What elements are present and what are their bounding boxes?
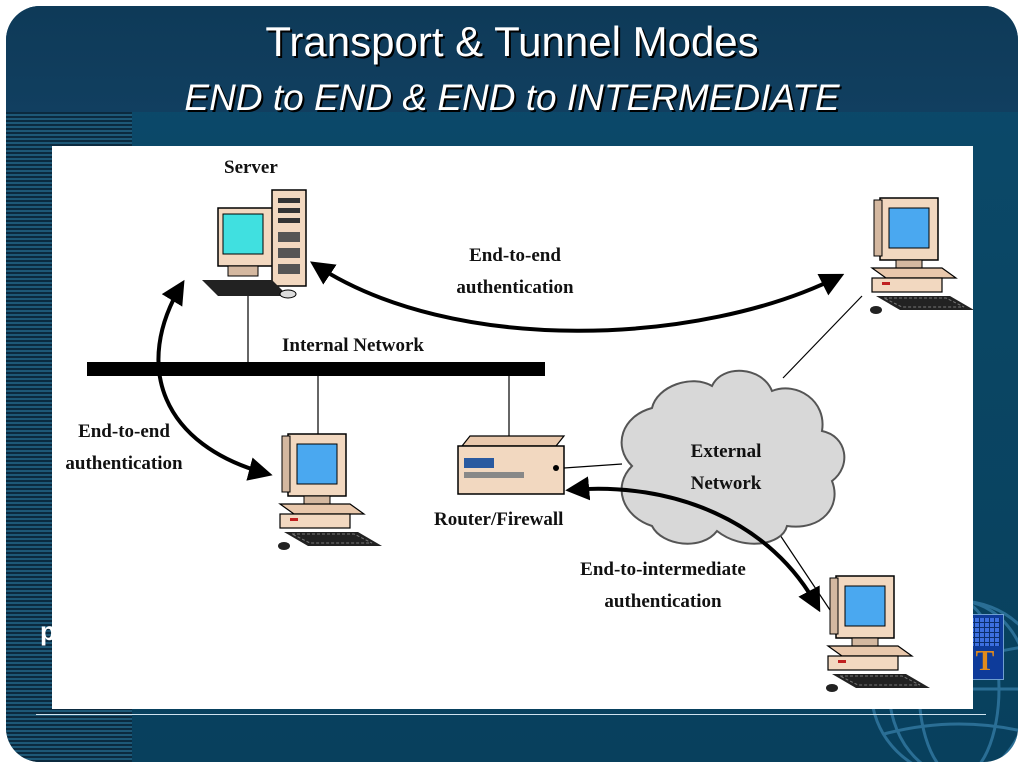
- server-label: Server: [224, 157, 278, 178]
- logo-letter: T: [975, 646, 995, 677]
- e2i-label: End-to-intermediate authentication: [580, 559, 746, 612]
- e2e-left-label: End-to-end authentication: [65, 421, 183, 474]
- slide-subtitle: END to END & END to INTERMEDIATE: [184, 77, 840, 118]
- e2e-left-arrow: [156, 279, 273, 481]
- network-diagram: Server Internal Network End-to-end authe…: [52, 146, 973, 709]
- remote-computer-icon: [869, 197, 973, 315]
- footer-divider: [36, 714, 986, 715]
- internal-computer-icon: [277, 433, 383, 551]
- logo-grid: [970, 618, 1000, 646]
- header-band: [6, 6, 1018, 112]
- e2i-arrow: [565, 476, 821, 613]
- slide-title: Transport & Tunnel Modes: [265, 18, 759, 65]
- router-label: Router/Firewall: [434, 509, 564, 530]
- router-firewall-icon: [457, 435, 566, 495]
- e2e-top-label: End-to-end authentication: [456, 245, 574, 298]
- external-network-label: External Network: [690, 441, 762, 494]
- internal-network-bus: [87, 362, 545, 376]
- e2e-top-arrow: [310, 261, 845, 333]
- diagram-canvas: [87, 189, 973, 693]
- external-computer-icon: [825, 575, 931, 693]
- internal-network-label: Internal Network: [282, 335, 424, 356]
- partially-hidden-text: p: [40, 616, 56, 646]
- server-computer-icon: [202, 189, 307, 299]
